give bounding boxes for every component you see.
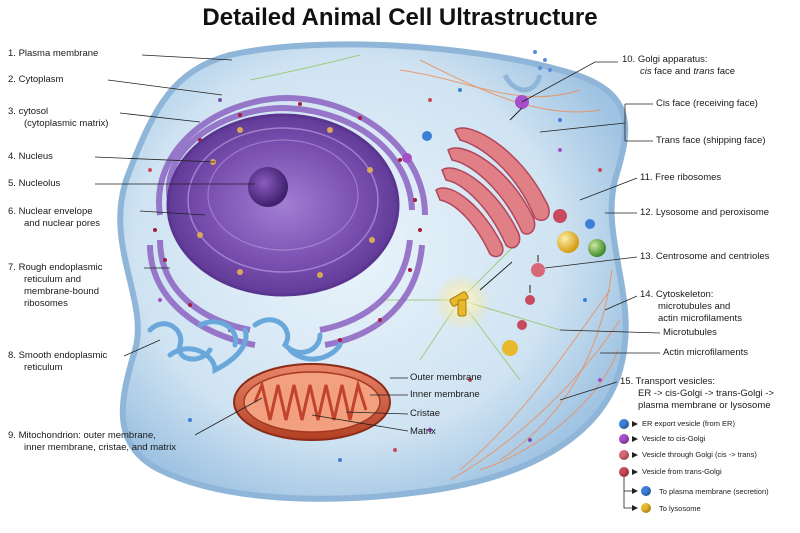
label-cytoplasm: 2. Cytoplasm — [8, 74, 64, 85]
label-nucleus: 4. Nucleus — [8, 151, 53, 162]
nucleolus — [248, 167, 288, 207]
golgi-apparatus — [435, 127, 550, 258]
label-cytoskeleton: 14. Cytoskeleton: microtubules and actin… — [640, 289, 742, 324]
transport-vesicles — [402, 95, 595, 356]
label-lysosome: 12. Lysosome and peroxisome — [640, 207, 770, 218]
label-cytosol: 3. cytosol (cytoplasmic matrix) — [8, 106, 109, 129]
label-cis-face: Cis face (receiving face) — [656, 98, 758, 109]
legend-item: Vesicle to cis-Golgi — [642, 434, 706, 443]
label-mitochondrion: 9. Mitochondrion: outer membrane, inner … — [8, 430, 177, 453]
legend-item: Vesicle through Golgi (cis -> trans) — [642, 450, 757, 459]
plasma-membrane — [117, 41, 629, 502]
centrioles — [449, 291, 469, 317]
label-microtubules: Microtubules — [663, 327, 717, 338]
legend-dot-cis-golgi — [619, 434, 629, 444]
legend-item: Vesicle from trans-Golgi — [642, 467, 722, 476]
label-cristae: Cristae — [410, 408, 441, 419]
legend-dot-through-golgi — [619, 450, 629, 460]
leader-lines-left — [94, 54, 263, 436]
legend-dot-to-membrane — [641, 486, 651, 496]
label-plasma-membrane: 1. Plasma membrane — [8, 48, 99, 59]
label-nuclear-envelope: 6. Nuclear envelope and nuclear pores — [8, 206, 101, 229]
label-actin: Actin microfilaments — [663, 347, 748, 358]
label-free-ribosomes: 11. Free ribosomes — [640, 172, 722, 183]
legend-dest-item: To lysosome — [659, 504, 701, 513]
mitochondrion — [233, 363, 391, 441]
smooth-er — [147, 317, 343, 375]
label-inner-membrane: Inner membrane — [410, 389, 480, 400]
label-centrosome: 13. Centrosome and centrioles — [640, 251, 770, 262]
label-rough-er: 7. Rough endoplasmic reticulum and membr… — [8, 262, 103, 309]
label-outer-membrane: Outer membrane — [410, 372, 482, 383]
nucleus — [166, 113, 400, 297]
leader-lines-right — [521, 61, 661, 401]
legend-dest-item: To plasma membrane (secretion) — [659, 487, 769, 496]
peroxisome — [588, 239, 606, 257]
page-title: Detailed Animal Cell Ultrastructure — [202, 4, 598, 31]
label-nucleolus: 5. Nucleolus — [8, 178, 61, 189]
lysosome — [557, 231, 579, 253]
label-smooth-er: 8. Smooth endoplasmic reticulum — [8, 350, 108, 373]
label-matrix: Matrix — [410, 426, 436, 437]
nuclear-pores — [197, 127, 375, 278]
free-ribosomes — [148, 88, 602, 462]
label-transport-vesicles: 15. Transport vesicles: ER -> cis-Golgi … — [620, 376, 774, 411]
legend-item: ER export vesicle (from ER) — [642, 419, 735, 428]
legend-dot-to-lysosome — [641, 503, 651, 513]
legend-dot-er-export — [619, 419, 629, 429]
label-trans-face: Trans face (shipping face) — [656, 135, 766, 146]
label-golgi: 10. Golgi apparatus: cis face and trans … — [622, 54, 736, 77]
legend-dot-trans-golgi — [619, 467, 629, 477]
actin-filaments — [399, 59, 621, 481]
